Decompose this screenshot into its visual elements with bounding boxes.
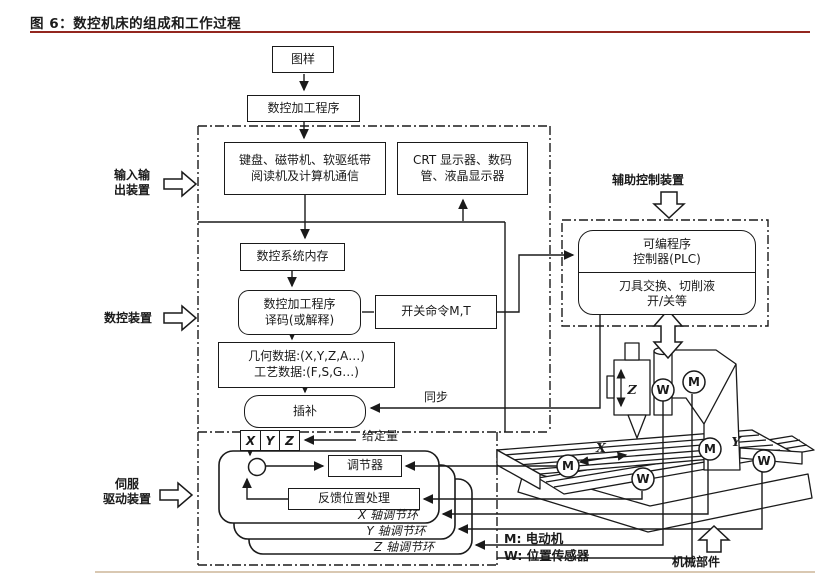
markers [247, 370, 776, 491]
box-data: 几何数据:(X,Y,Z,A…) 工艺数据:(F,S,G…) [218, 342, 395, 388]
machine-illustration [496, 342, 815, 533]
title-rule [30, 31, 810, 33]
axis-cell-y: Y [259, 430, 281, 451]
tool [627, 414, 647, 439]
plc-functions: 刀具交换、切削液 开/关等 [618, 278, 715, 308]
plc-box: 可编程序 控制器(PLC) 刀具交换、切削液 开/关等 [578, 230, 756, 315]
z-loop-label: Z 轴调节环 [373, 540, 435, 554]
axis-cell-z: Z [279, 430, 300, 451]
marker-letters: W M M W M W [562, 375, 771, 486]
hollow-arrows [159, 170, 731, 553]
machine-axis-letters: Z X Y [595, 382, 741, 455]
box-input-devices: 键盘、磁带机、软驱纸带 阅读机及计算机通信 [224, 142, 386, 195]
sensor-marker [752, 449, 776, 473]
sync-label: 同步 [424, 390, 449, 404]
x-axis-label: X [595, 440, 607, 455]
box-switch-cmd: 开关命令M,T [375, 295, 497, 329]
footer-rule [95, 571, 815, 573]
io-arrow [163, 170, 198, 198]
setpoint-label: 给定量 [362, 429, 399, 443]
mech-parts-label: 机械部件 [672, 555, 721, 569]
figure-title: 图 6：数控机床的组成和工作过程 [30, 16, 242, 32]
connector-lines [242, 74, 763, 559]
aux-control-label: 辅助控制装置 [612, 173, 685, 187]
motor-marker [556, 454, 580, 478]
box-feedback: 反馈位置处理 [288, 488, 420, 510]
box-memory: 数控系统内存 [240, 243, 345, 271]
nc-arrow [163, 304, 198, 332]
motor-marker [682, 370, 706, 394]
servo-device-label: 伺服 驱动装置 [102, 477, 151, 507]
y-axis-label: Y [732, 434, 742, 449]
box-nc-program: 数控加工程序 [247, 95, 360, 122]
sensor-letter: W [636, 472, 649, 486]
motor-letter: M [562, 459, 574, 473]
box-interpolation: 插补 [244, 395, 366, 428]
y-loop-label: Y 轴调节环 [366, 524, 426, 538]
box-regulator: 调节器 [328, 455, 402, 477]
box-display-devices: CRT 显示器、数码 管、液晶显示器 [397, 142, 528, 195]
nc-device-label: 数控装置 [104, 311, 153, 325]
legend-sensor: W: 位置传感器 [504, 548, 590, 563]
sensor-marker [651, 378, 675, 402]
motor-marker [698, 437, 722, 461]
motor-letter: M [688, 375, 700, 389]
aux-down-arrow [652, 191, 686, 220]
io-device-label: 输入输 出装置 [114, 168, 151, 198]
z-axis-label: Z [626, 382, 637, 397]
sensor-letter: W [757, 454, 770, 468]
sensor-letter: W [656, 383, 669, 397]
inner-dividers [198, 221, 506, 432]
box-drawing: 图样 [272, 46, 334, 73]
motor-letter: M [704, 442, 716, 456]
plc-machine-double-arrow [652, 308, 684, 360]
summing-junction [247, 457, 267, 477]
axis-cell-x: X [240, 430, 261, 451]
servo-arrow [159, 481, 194, 509]
box-decode: 数控加工程序 译码(或解释) [238, 290, 361, 335]
legend-motor: M: 电动机 [504, 531, 564, 546]
x-loop-label: X 轴调节环 [357, 508, 419, 522]
sensor-marker [631, 467, 655, 491]
machine-axis-arrows [578, 368, 628, 466]
mech-up-arrow [697, 524, 731, 553]
plc-title: 可编程序 控制器(PLC) [579, 231, 755, 273]
